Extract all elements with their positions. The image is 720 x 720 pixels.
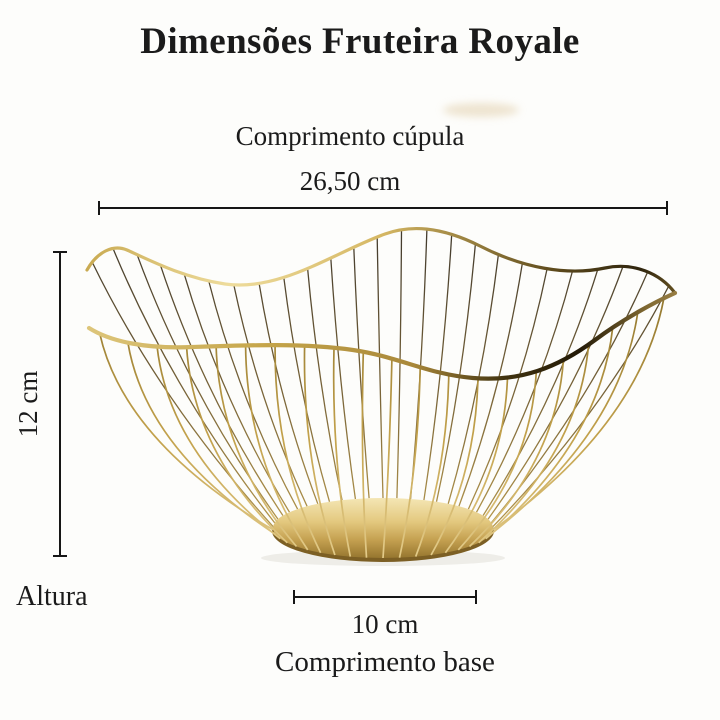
dimension-tick (98, 201, 100, 215)
dimension-tick (53, 251, 67, 253)
gold-wire-basket-illustration (85, 226, 678, 566)
height-dimension-line (53, 251, 67, 557)
dome-length-value: 26,50 cm (299, 166, 401, 196)
dimension-tick (666, 201, 668, 215)
base-dimension-line (293, 590, 477, 604)
dome-dimension-line (98, 201, 668, 215)
dimension-tick (53, 555, 67, 557)
basket-back-rim-wire (85, 226, 677, 295)
dimension-tick (475, 590, 477, 604)
page-title: Dimensões Fruteira Royale (140, 21, 580, 62)
paint-smudge (443, 103, 519, 117)
height-label: Altura (16, 581, 88, 612)
dimension-tick (293, 590, 295, 604)
basket-front-wires (98, 298, 665, 559)
dome-length-label: Comprimento cúpula (235, 121, 465, 151)
basket-back-wires (91, 229, 670, 528)
base-length-label: Comprimento base (275, 646, 495, 678)
height-value: 12 cm (12, 370, 43, 438)
base-length-value: 10 cm (351, 609, 419, 639)
basket-front-rim-wire (86, 290, 678, 381)
